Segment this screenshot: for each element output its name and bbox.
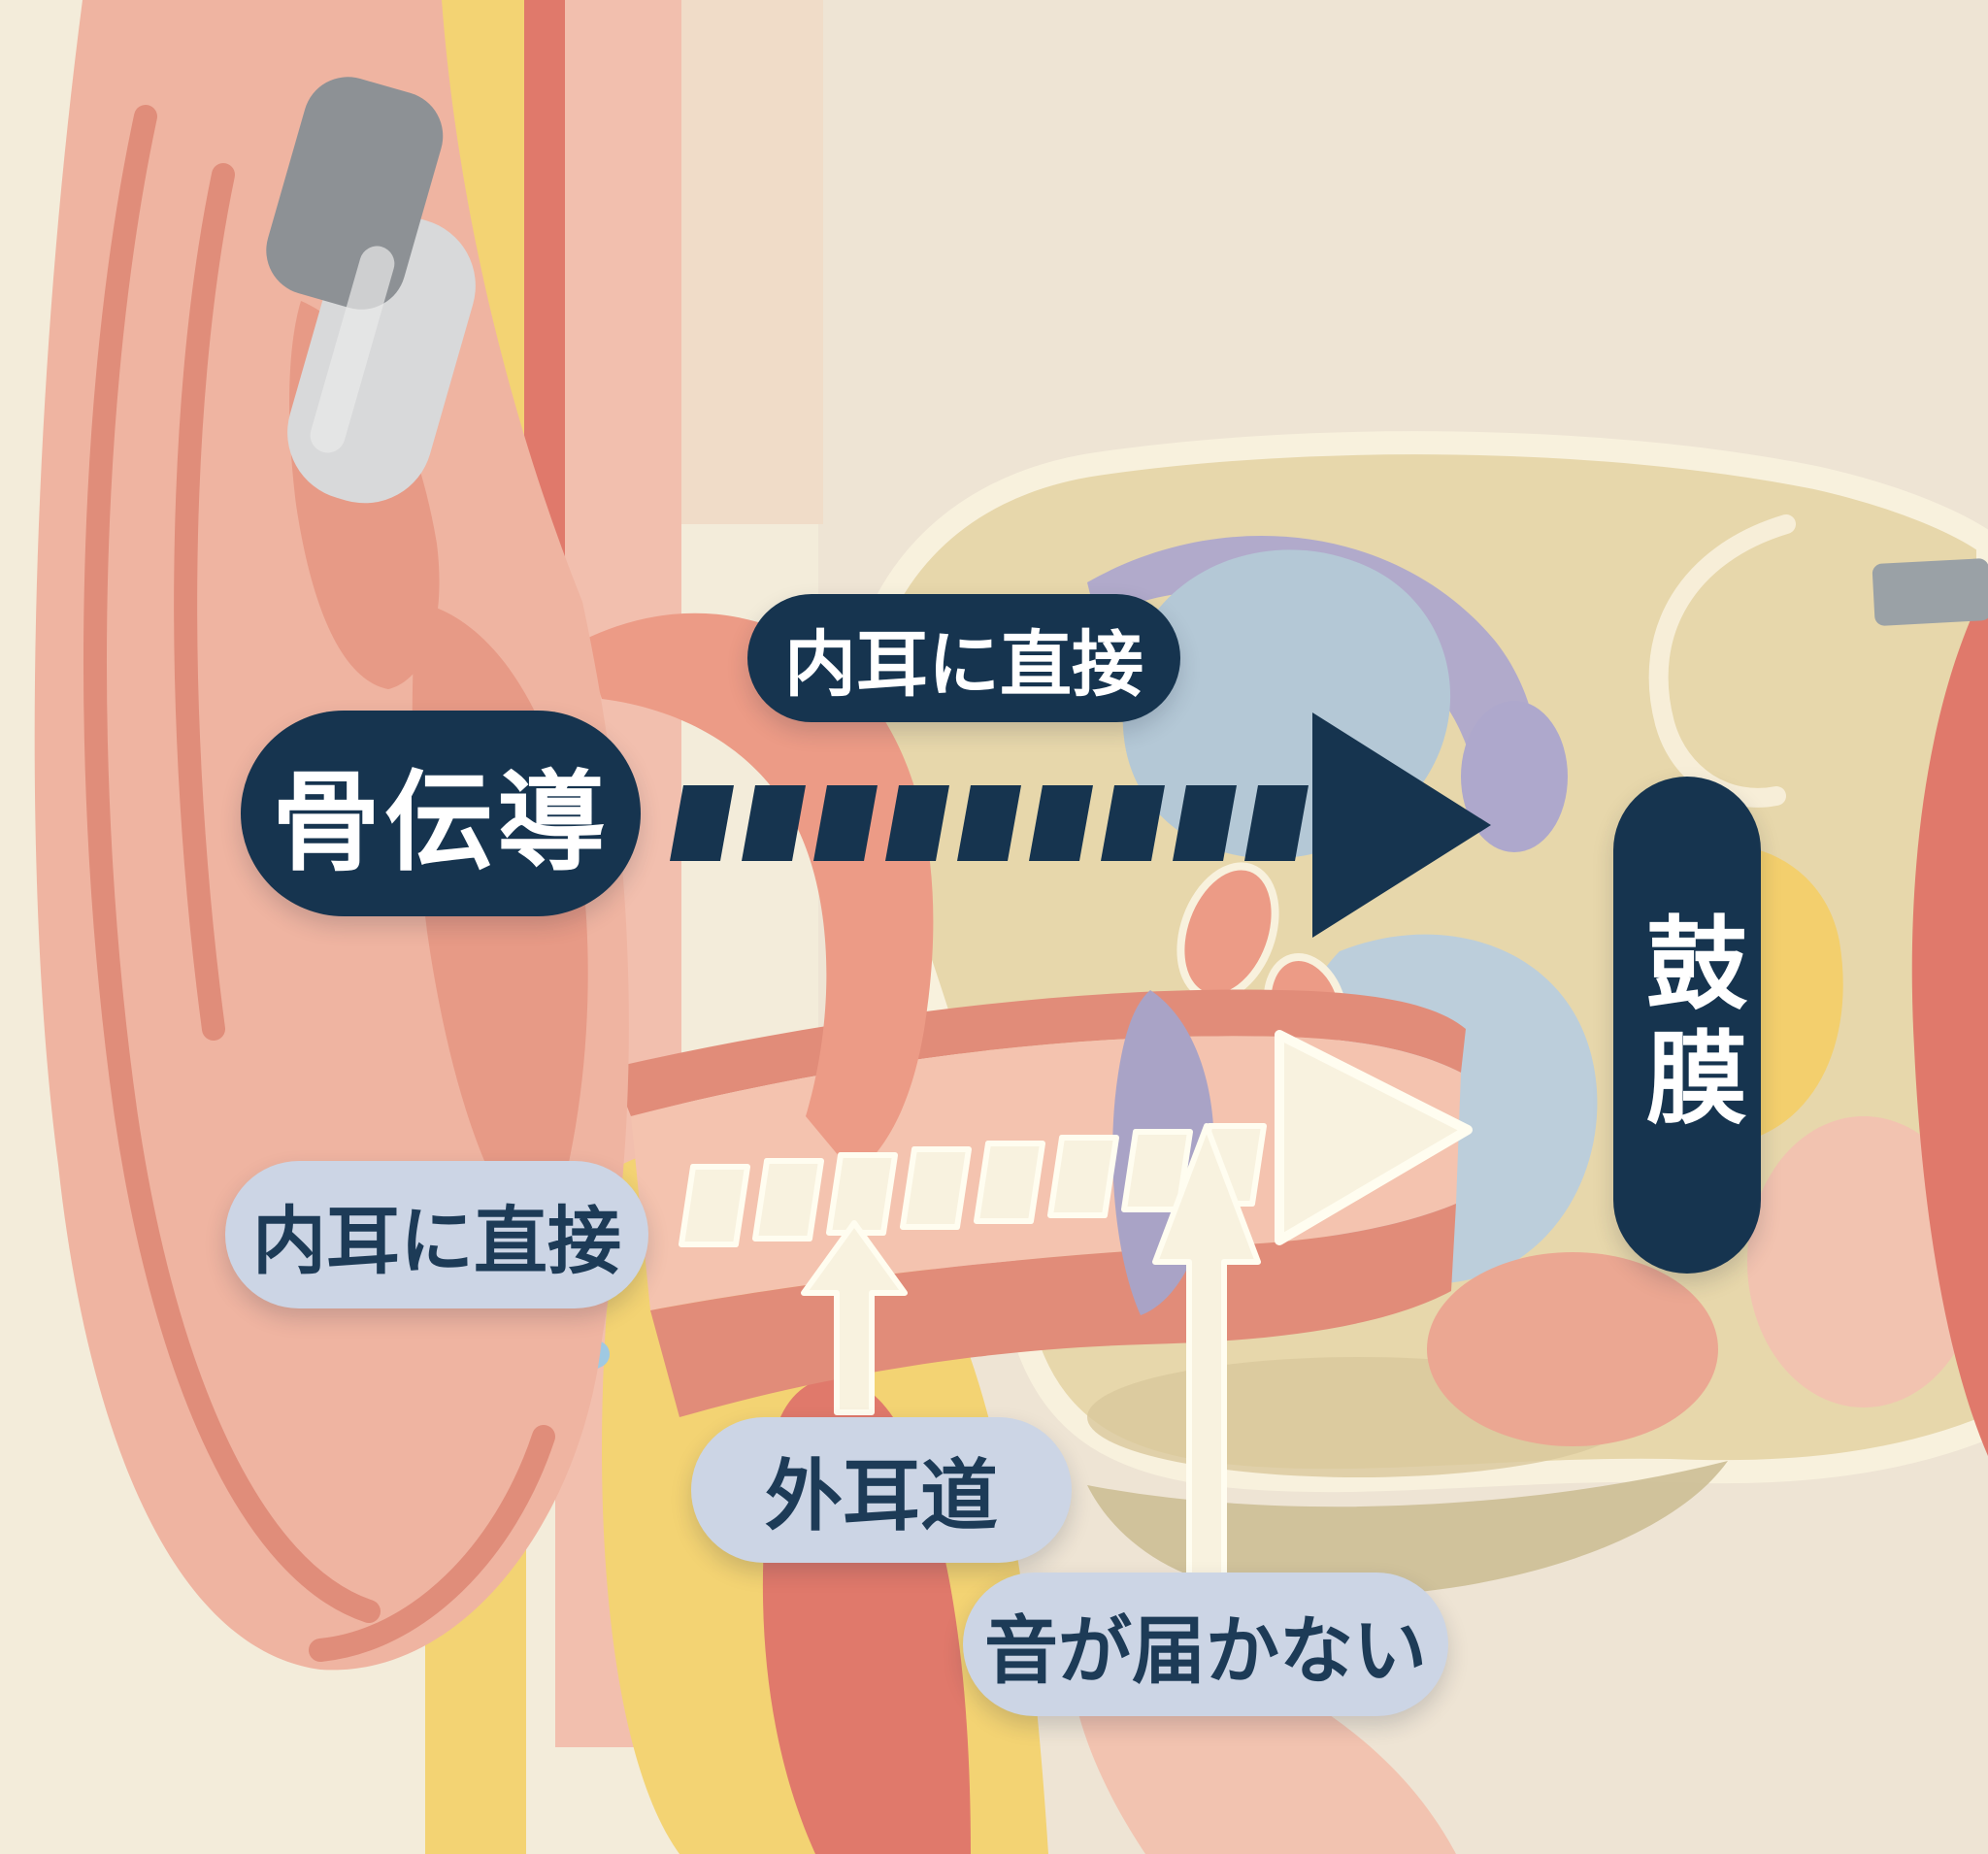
label-bone-conduction: 骨伝導: [241, 711, 641, 916]
khaki-band: [1087, 1461, 1728, 1598]
cream-dash: [974, 1141, 1045, 1224]
cream-dash: [900, 1146, 972, 1230]
earphone-device: [266, 77, 476, 504]
inner-pink-blob: [1427, 1252, 1718, 1446]
cream-dash: [679, 1164, 750, 1247]
canal-up-arrow: [801, 1220, 908, 1415]
lobe-line: [309, 1425, 555, 1662]
blocked-up-arrow: [1152, 1123, 1261, 1580]
label-to-inner-ear-direct-left: 内耳に直接: [225, 1161, 648, 1308]
navy-dash: [1244, 785, 1309, 861]
inner-fold-line: [174, 163, 235, 1041]
canal-upper-wall: [612, 989, 1466, 1116]
label-to-inner-ear-direct-top: 内耳に直接: [747, 594, 1180, 722]
earphone-cap: [266, 77, 444, 310]
nerve-lavender-ribbon: [1087, 536, 1540, 815]
wire: [1872, 558, 1988, 626]
navy-arrowhead: [1312, 712, 1491, 938]
label-eardrum: 鼓膜: [1613, 777, 1761, 1274]
canal-cartilage-arch: [582, 612, 934, 1175]
navy-dash: [670, 785, 734, 861]
navy-dash: [742, 785, 806, 861]
navy-dash: [813, 785, 878, 861]
right-edge-red: [1911, 582, 1988, 1456]
cream-dash: [752, 1158, 824, 1242]
label-sound-blocked: 音が届かない: [963, 1573, 1448, 1716]
navy-dash: [1173, 785, 1237, 861]
cream-dash: [1047, 1135, 1119, 1218]
cream-arrowhead: [1275, 1030, 1473, 1245]
label-ear-canal: 外耳道: [691, 1417, 1072, 1563]
cream-dash: [826, 1152, 898, 1236]
bone-conduction-arrow: [670, 712, 1491, 938]
earphone-highlight: [310, 246, 395, 453]
skin-layer-pale: [678, 0, 823, 524]
nerve-lavender-blob: [1461, 701, 1568, 852]
navy-dash: [1101, 785, 1165, 861]
navy-dash: [885, 785, 949, 861]
lower-right-tissue: [1066, 582, 1988, 1854]
navy-dash: [957, 785, 1021, 861]
air-conduction-arrow: [679, 1030, 1473, 1247]
inner-pink-soft: [1747, 1116, 1980, 1407]
navy-dash: [1029, 785, 1093, 861]
helix-fold-line: [83, 105, 381, 1623]
